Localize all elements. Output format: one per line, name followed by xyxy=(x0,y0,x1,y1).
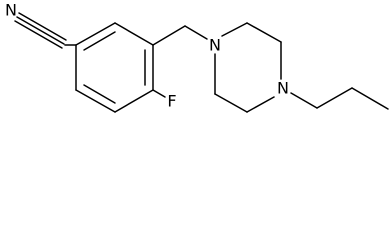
ring-bond-4 xyxy=(114,89,154,113)
ring-bond-5 xyxy=(75,89,116,113)
propyl-chain xyxy=(290,87,389,110)
piperazine-ring: N N xyxy=(209,22,289,113)
fluorine-bond xyxy=(152,89,166,98)
ch2-to-n-bond xyxy=(184,25,208,40)
ring-to-ch2-bond xyxy=(152,25,186,46)
pip-bond-1 xyxy=(221,22,248,37)
fluorine-atom-label: F xyxy=(167,92,176,111)
nitrile-triple-bond-c xyxy=(14,20,63,49)
pip-bond-4 xyxy=(246,96,275,113)
fluoro-substituent: F xyxy=(152,89,177,111)
propyl-bond-1 xyxy=(290,92,318,109)
chemical-structure: F N N N xyxy=(5,1,389,113)
pip-bond-5 xyxy=(214,93,248,113)
nitrile-triple-bond-b xyxy=(16,16,65,45)
nitrile-group xyxy=(14,12,77,49)
ring-bond-2 xyxy=(114,22,154,46)
methylene-linker xyxy=(152,25,208,46)
propyl-bond-2 xyxy=(316,87,353,109)
ring-bond-1 xyxy=(75,22,116,46)
piperazine-n4-label: N xyxy=(277,79,289,98)
pip-bond-2 xyxy=(246,22,282,43)
ring-double-bond-3 xyxy=(83,84,116,104)
benzene-ring xyxy=(75,22,154,113)
nitrile-triple-bond-a xyxy=(18,12,67,41)
propyl-bond-3 xyxy=(351,87,389,110)
piperazine-n1-label: N xyxy=(209,36,221,55)
ring-double-bond-1 xyxy=(83,31,116,51)
nitrile-nitrogen-label: N xyxy=(5,1,17,20)
